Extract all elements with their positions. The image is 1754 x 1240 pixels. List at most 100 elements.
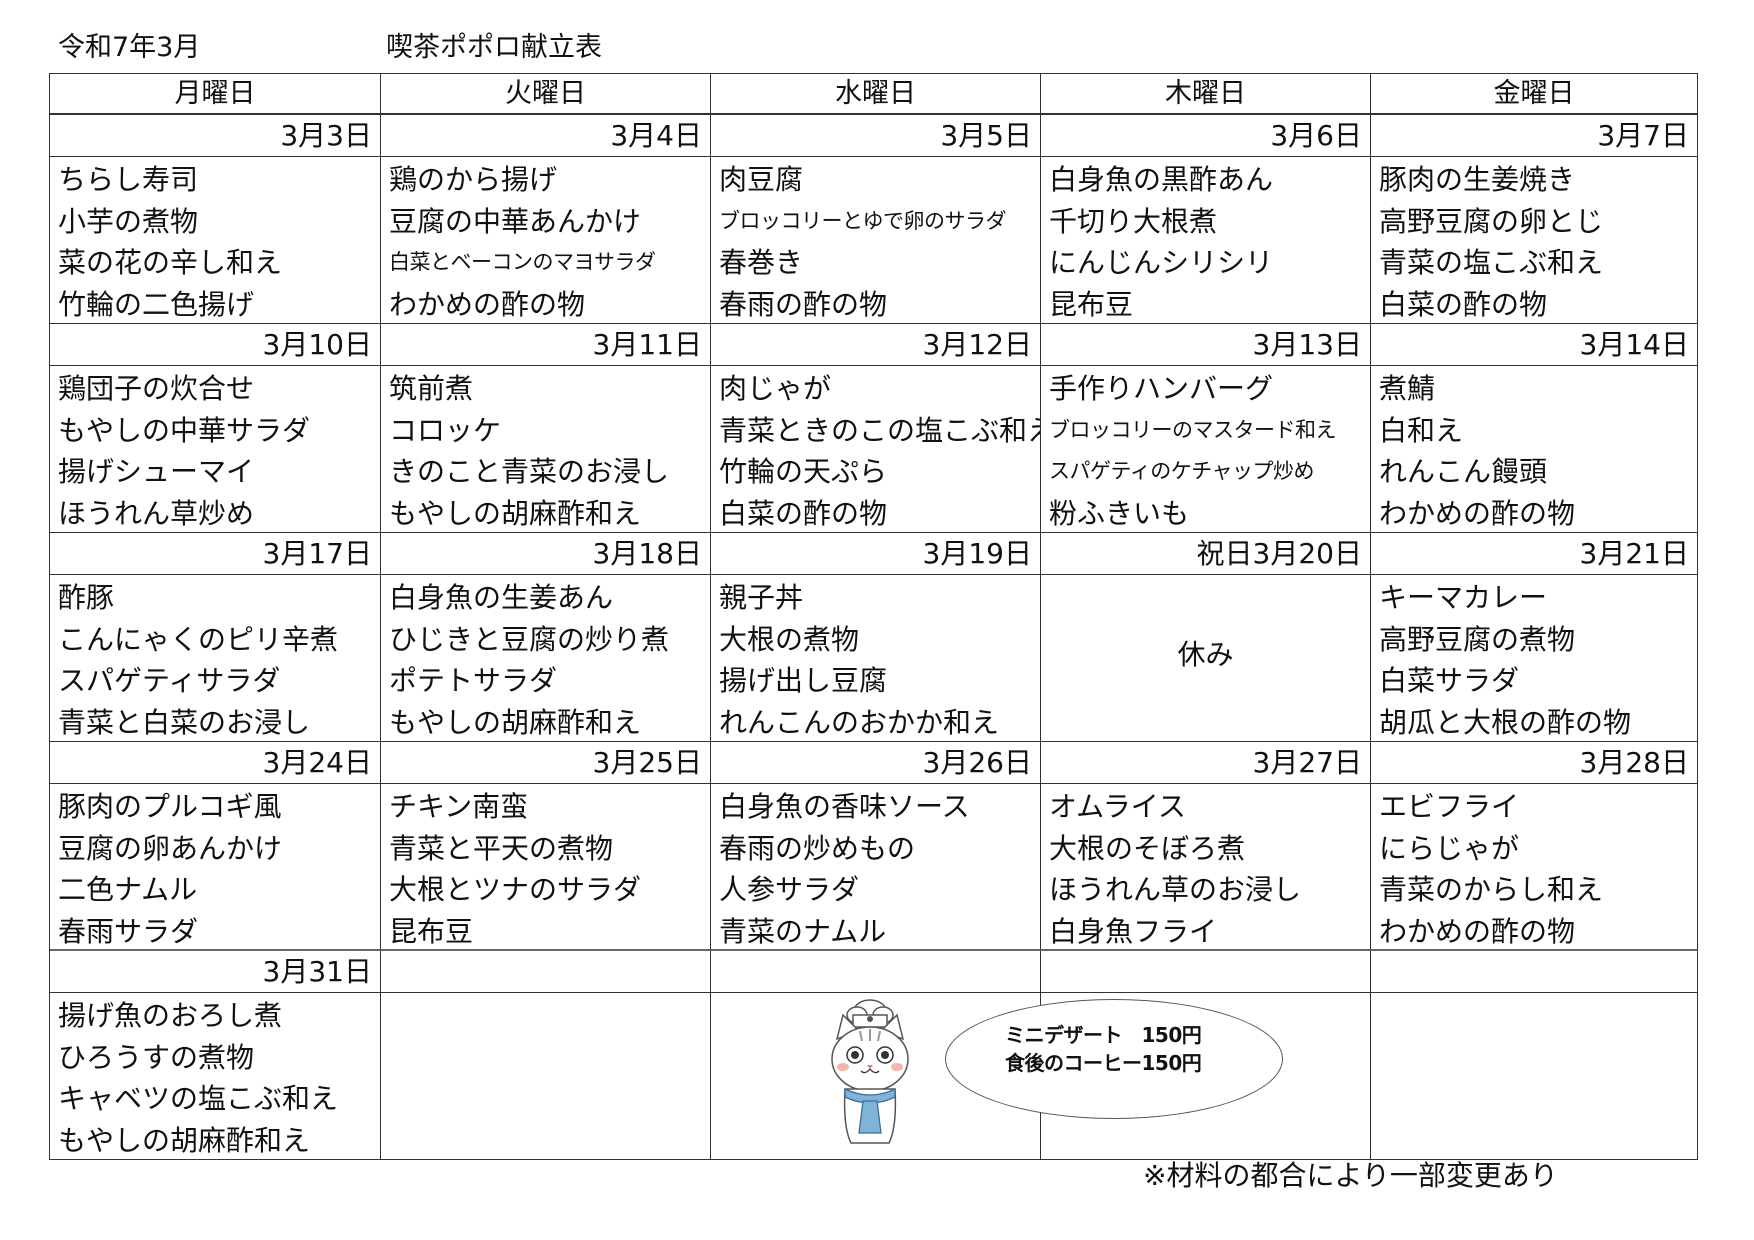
dish-item: もやしの胡麻酢和え xyxy=(389,705,642,739)
bubble-text: ミニデザート 150円 食後のコーヒー150円 xyxy=(1005,1021,1202,1077)
dish-item: 春雨の酢の物 xyxy=(719,287,888,321)
dish-item: 昆布豆 xyxy=(1049,287,1134,321)
dish-item: にらじゃが xyxy=(1379,831,1520,865)
date-cell: 3月27日 xyxy=(1041,742,1371,784)
dish-item: 春巻き xyxy=(719,246,804,279)
date-cell: 3月4日 xyxy=(381,115,711,157)
date-cell: 3月12日 xyxy=(711,324,1041,366)
menu-cell: ちらし寿司小芋の煮物菜の花の辛し和え竹輪の二色揚げ xyxy=(50,157,381,324)
dish-item: 菜の花の辛し和え xyxy=(58,246,283,279)
mini-dessert-price: ミニデザート 150円 xyxy=(1005,1023,1202,1047)
dish-item: 筑前煮 xyxy=(389,372,474,405)
date-cell: 3月18日 xyxy=(381,533,711,575)
dish-item: 春雨サラダ xyxy=(58,914,199,948)
dish-item: 青菜のからし和え xyxy=(1379,873,1604,906)
footnote: ※材料の都合により一部変更あり xyxy=(1143,1159,1558,1192)
dish-item: ひじきと豆腐の炒り煮 xyxy=(389,622,670,656)
weekday-header-thursday: 木曜日 xyxy=(1041,74,1371,115)
weekday-header-wednesday: 水曜日 xyxy=(711,74,1041,115)
weekday-header-tuesday: 火曜日 xyxy=(381,74,711,115)
date-cell: 3月24日 xyxy=(50,742,381,784)
date-cell xyxy=(381,951,711,993)
dish-item: わかめの酢の物 xyxy=(1379,496,1576,530)
dish-item: 鶏団子の炊合せ xyxy=(58,372,255,405)
dish-item: れんこん饅頭 xyxy=(1379,455,1548,488)
dish-item: 肉豆腐 xyxy=(719,163,804,196)
dish-item: こんにゃくのピリ辛煮 xyxy=(58,622,339,656)
menu-cell: 肉豆腐ブロッコリーとゆで卵のサラダ春巻き春雨の酢の物 xyxy=(711,157,1041,324)
dish-item: 白身魚の黒酢あん xyxy=(1049,163,1274,196)
dish-item: キャベツの塩こぶ和え xyxy=(58,1082,339,1115)
dish-item: 春雨の炒めもの xyxy=(719,831,916,865)
menu-cell xyxy=(1371,993,1698,1160)
dish-item: 白菜サラダ xyxy=(1379,664,1520,697)
dish-item: もやしの胡麻酢和え xyxy=(58,1123,311,1157)
date-cell: 3月28日 xyxy=(1371,742,1698,784)
dish-item: スパゲティサラダ xyxy=(58,664,281,697)
dish-item: 大根の煮物 xyxy=(719,622,860,656)
dish-item: 揚げ出し豆腐 xyxy=(719,664,888,697)
closed-label: 休み xyxy=(1177,638,1234,671)
menu-cell: 豚肉のプルコギ風豆腐の卵あんかけ二色ナムル春雨サラダ xyxy=(50,784,381,951)
menu-cell xyxy=(381,993,711,1160)
dish-item: 青菜と平天の煮物 xyxy=(389,831,614,865)
date-cell: 3月19日 xyxy=(711,533,1041,575)
dish-item: もやしの胡麻酢和え xyxy=(389,496,642,530)
dish-item: 高野豆腐の卵とじ xyxy=(1379,204,1604,238)
dish-item: 青菜ときのこの塩こぶ和え xyxy=(719,413,1041,447)
dish-item: ほうれん草炒め xyxy=(58,496,255,530)
dish-item: キーマカレー xyxy=(1379,581,1548,614)
dish-item: わかめの酢の物 xyxy=(389,287,586,321)
date-cell: 3月6日 xyxy=(1041,115,1371,157)
dish-item: 白身魚フライ xyxy=(1049,914,1218,948)
after-meal-coffee-price: 食後のコーヒー150円 xyxy=(1005,1051,1202,1075)
weekday-header-monday: 月曜日 xyxy=(50,74,381,115)
dish-item: 白菜とベーコンのマヨサラダ xyxy=(389,250,656,274)
dish-item: 豆腐の中華あんかけ xyxy=(389,204,642,238)
date-cell: 3月3日 xyxy=(50,115,381,157)
dish-item: チキン南蛮 xyxy=(389,790,529,823)
menu-cell: 酢豚こんにゃくのピリ辛煮スパゲティサラダ青菜と白菜のお浸し xyxy=(50,575,381,742)
dish-item: 青菜と白菜のお浸し xyxy=(58,705,311,739)
menu-cell: エビフライにらじゃが青菜のからし和えわかめの酢の物 xyxy=(1371,784,1698,951)
dish-item: 昆布豆 xyxy=(389,914,474,948)
dessert-notice: ミニデザート 150円 食後のコーヒー150円 xyxy=(815,995,1295,1155)
date-cell: 3月14日 xyxy=(1371,324,1698,366)
date-cell: 祝日3月20日 xyxy=(1041,533,1371,575)
dish-item: もやしの中華サラダ xyxy=(58,413,311,447)
menu-cell: 手作りハンバーグブロッコリーのマスタード和えスパゲティのケチャップ炒め粉ふきいも xyxy=(1041,366,1371,533)
menu-cell: 鶏団子の炊合せもやしの中華サラダ揚げシューマイほうれん草炒め xyxy=(50,366,381,533)
dish-item: 高野豆腐の煮物 xyxy=(1379,622,1576,656)
chef-cat-icon xyxy=(831,999,909,1144)
dish-item: 白身魚の香味ソース xyxy=(719,790,970,823)
dish-item: ブロッコリーのマスタード和え xyxy=(1049,417,1337,442)
dish-item: 酢豚 xyxy=(58,581,115,614)
dish-item: 胡瓜と大根の酢の物 xyxy=(1379,705,1632,739)
dish-item: ほうれん草のお浸し xyxy=(1049,873,1302,906)
date-cell: 3月26日 xyxy=(711,742,1041,784)
dish-item: 二色ナムル xyxy=(58,873,198,906)
date-cell: 3月31日 xyxy=(50,951,381,993)
dish-item: ひろうすの煮物 xyxy=(58,1040,255,1074)
dish-item: 竹輪の二色揚げ xyxy=(58,287,255,321)
menu-cell: 煮鯖白和えれんこん饅頭わかめの酢の物 xyxy=(1371,366,1698,533)
era-month-label: 令和7年3月 xyxy=(58,32,201,63)
menu-cell: 白身魚の香味ソース春雨の炒めもの人参サラダ青菜のナムル xyxy=(711,784,1041,951)
menu-cell: 鶏のから揚げ豆腐の中華あんかけ白菜とベーコンのマヨサラダわかめの酢の物 xyxy=(381,157,711,324)
dish-item: スパゲティのケチャップ炒め xyxy=(1049,459,1315,483)
menu-cell xyxy=(1041,993,1371,1160)
dish-item: 鶏のから揚げ xyxy=(389,163,558,196)
dish-item: 千切り大根煮 xyxy=(1049,204,1218,238)
date-cell xyxy=(1041,951,1371,993)
menu-cell: 白身魚の生姜あんひじきと豆腐の炒り煮ポテトサラダもやしの胡麻酢和え xyxy=(381,575,711,742)
dish-item: 豚肉のプルコギ風 xyxy=(58,790,282,823)
date-cell xyxy=(1371,951,1698,993)
dish-item: 親子丼 xyxy=(719,581,804,614)
menu-cell: 白身魚の黒酢あん千切り大根煮にんじんシリシリ昆布豆 xyxy=(1041,157,1371,324)
dish-item: 白和え xyxy=(1379,413,1464,447)
dish-item: 青菜のナムル xyxy=(719,914,887,948)
dish-item: ブロッコリーとゆで卵のサラダ xyxy=(719,208,1007,233)
dish-item: 大根とツナのサラダ xyxy=(389,873,642,906)
dish-item: 肉じゃが xyxy=(719,372,832,405)
